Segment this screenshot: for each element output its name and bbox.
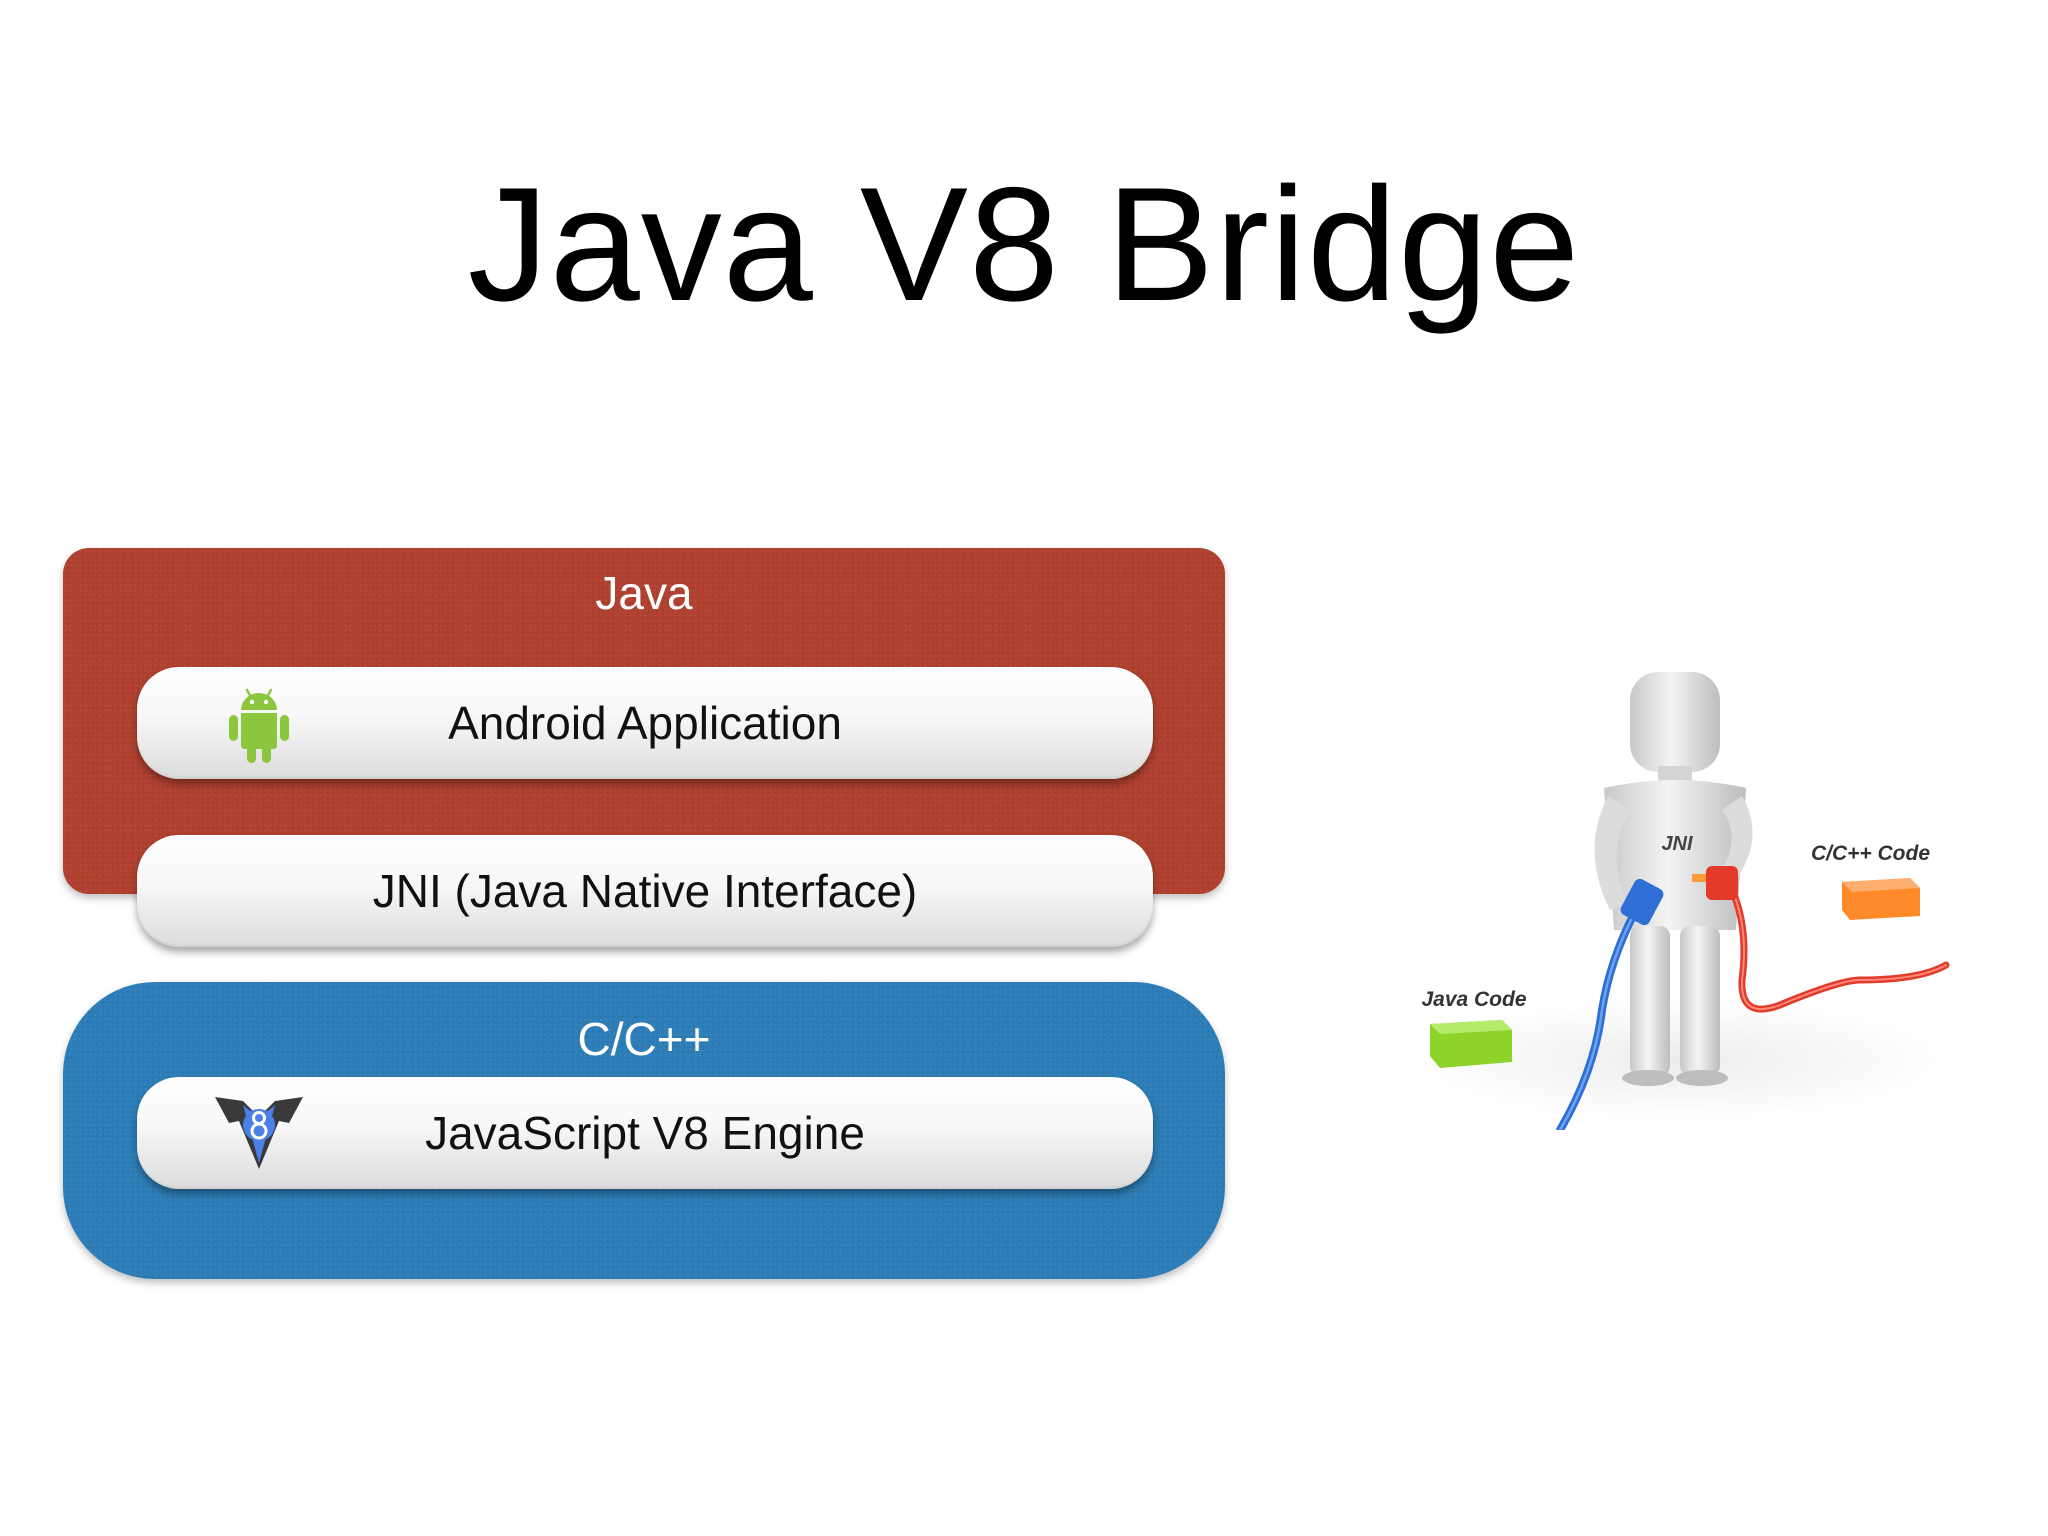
- figure-jni-text: JNI: [1661, 833, 1693, 855]
- java-code-label: Java Code: [1421, 988, 1526, 1011]
- slide-title: Java V8 Bridge: [467, 154, 1581, 335]
- cpp-code-label: C/C++ Code: [1811, 842, 1930, 865]
- jni-label: JNI (Java Native Interface): [372, 865, 918, 917]
- v8-engine-box: JavaScript V8 Engine: [137, 1077, 1153, 1189]
- jni-figure-illustration: JNI C/C++ Code Java Code: [1390, 660, 1950, 1130]
- android-icon: [229, 688, 289, 763]
- java-layer-label: Java: [595, 567, 693, 619]
- v8-engine-label: JavaScript V8 Engine: [425, 1107, 865, 1159]
- jni-box: JNI (Java Native Interface): [137, 835, 1153, 947]
- cpp-layer-label: C/C++: [577, 1013, 711, 1065]
- android-application-box: Android Application: [137, 667, 1153, 779]
- v8-logo-icon: [215, 1097, 303, 1169]
- android-application-label: Android Application: [448, 697, 842, 749]
